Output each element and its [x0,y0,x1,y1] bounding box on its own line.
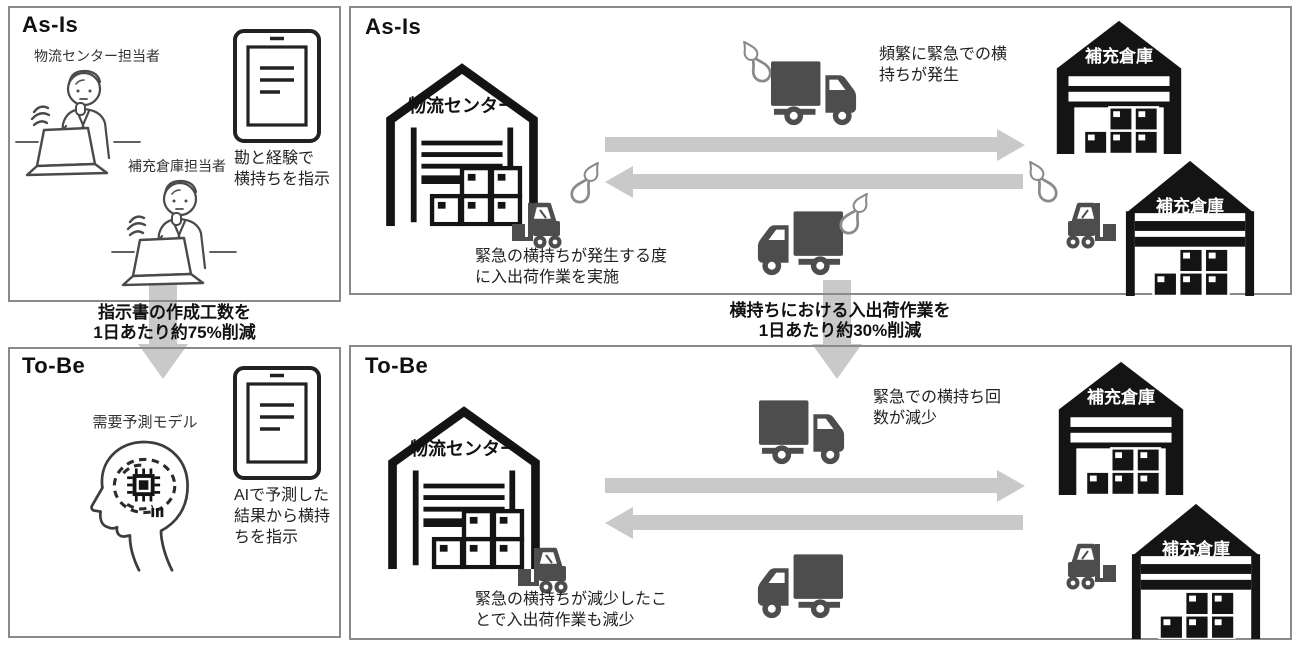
forklift-note-line2: に入出荷作業を実施 [475,269,620,286]
tablet-document-icon [232,28,322,144]
truck-note: 頻繁に緊急での横 持ちが発生 [879,44,1007,86]
panel-tobe-logistics: To-Be 物流センター 緊急の横持ちが減少したこ とで入出荷作業も減少 緊急で… [349,345,1292,640]
forklift-icon [1051,539,1117,591]
tablet-note: 勘と経験で 横持ちを指示 [234,148,330,190]
box-truck-icon [769,58,864,128]
tablet-note-line2: 横持ちを指示 [234,171,331,188]
person1-label: 物流センター担当者 [34,48,160,64]
truck-note-line1: 緊急での横持ち回 [873,389,1002,406]
panel-title: To-Be [365,353,429,378]
truck-note-line2: 数が減少 [873,410,938,427]
panel-title: As-Is [22,12,79,37]
left-transition-text: 指示書の作成工数を 1日あたり約75%削減 [8,303,341,343]
forklift-note-line1: 緊急の横持ちが発生する度 [475,248,668,265]
worker-at-laptop-icon [110,172,238,290]
right-transition-line2: 1日あたり約30%削減 [758,321,922,340]
right-arrow [605,469,1025,502]
right-arrow [605,128,1025,161]
forklift-note-line1: 緊急の横持ちが減少したこ [475,591,668,608]
tablet-note-line3: ちを指示 [234,529,299,546]
worker-at-laptop-icon [14,62,142,180]
panel-title: To-Be [22,353,86,378]
warehouse-roof-icon: 補充倉庫 [1123,156,1257,296]
left-transition-line1: 指示書の作成工数を [98,303,251,322]
warehouse-roof-icon: 補充倉庫 [1129,499,1263,639]
tablet-note-line2: 結果から横持 [234,508,331,525]
box-truck-icon [750,551,845,621]
forklift-note: 緊急の横持ちが減少したこ とで入出荷作業も減少 [475,589,667,631]
right-transition-line1: 横持ちにおける入出荷作業を [729,301,951,320]
left-transition-line2: 1日あたり約75%削減 [93,323,256,342]
forklift-icon [511,198,577,250]
forklift-note: 緊急の横持ちが発生する度 に入出荷作業を実施 [475,246,667,288]
sweat-drops-icon [834,192,874,236]
panel-tobe-planning: To-Be 需要予測モデル AIで予測した 結果から横持 ちを指示 [8,347,341,638]
right-transition-text: 横持ちにおける入出荷作業を 1日あたり約30%削減 [610,301,1070,341]
tablet-note-line1: 勘と経験で [234,150,315,167]
truck-note-line1: 頻繁に緊急での横 [879,46,1008,63]
box-truck-icon [757,397,852,467]
panel-asis-logistics: As-Is 物流センター 緊急の横持ちが発生する度 に入出荷作業を実施 頻繁に緊… [349,6,1292,295]
sweat-drops-icon [565,161,605,205]
truck-note: 緊急での横持ち回 数が減少 [873,387,1001,429]
forklift-note-line2: とで入出荷作業も減少 [475,612,635,629]
model-label: 需要予測モデル [92,414,198,431]
truck-note-line2: 持ちが発生 [879,67,960,84]
forklift-icon [1051,198,1117,250]
panel-asis-planning: As-Is 物流センター担当者 補充倉庫担当者 勘と経験で 横持ちを指示 [8,6,341,302]
tablet-note-line1: AIで予測した [234,487,330,504]
tablet-note: AIで予測した 結果から横持 ちを指示 [234,485,330,548]
panel-title: As-Is [365,14,422,39]
warehouse-solid-icon: 補充倉庫 [1055,357,1187,495]
ai-brain-chip-icon [72,431,196,573]
left-arrow [605,165,1023,198]
warehouse-solid-icon: 補充倉庫 [1053,16,1185,154]
box-truck-icon [750,208,845,278]
forklift-icon [517,543,583,595]
person2-label: 補充倉庫担当者 [128,158,226,174]
tablet-document-icon [232,365,322,481]
left-arrow [605,506,1023,539]
